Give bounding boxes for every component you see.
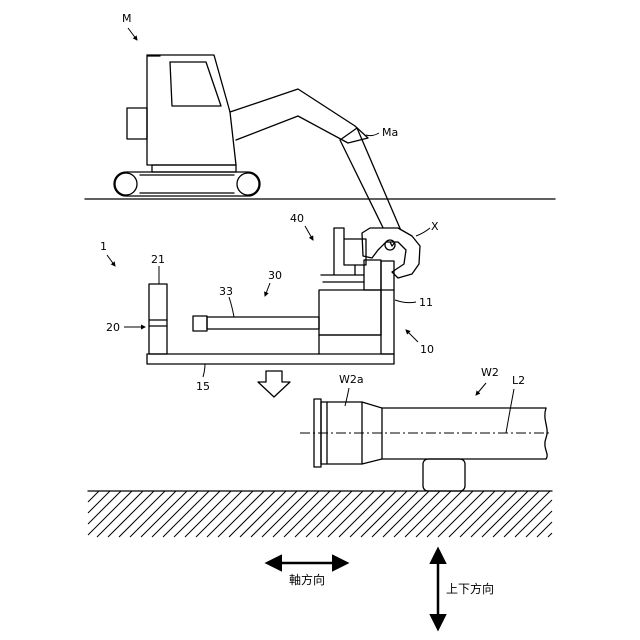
label-Ma: Ma bbox=[382, 126, 398, 139]
hatch-line bbox=[372, 491, 418, 537]
hatch-line bbox=[504, 491, 550, 537]
axial-direction-label: 軸方向 bbox=[289, 572, 325, 587]
hatch-line bbox=[108, 491, 154, 537]
hatch-line bbox=[438, 491, 484, 537]
hatch-line bbox=[262, 491, 308, 537]
hatch-line bbox=[482, 491, 528, 537]
hatch-line bbox=[493, 491, 539, 537]
cylinder-body-30 bbox=[319, 290, 381, 335]
hatch-line bbox=[207, 491, 253, 537]
excavator-cab bbox=[147, 55, 236, 165]
label-21: 21 bbox=[151, 253, 165, 266]
hatch-line bbox=[130, 491, 176, 537]
label-X: X bbox=[431, 220, 439, 233]
gripping-device-X bbox=[362, 228, 420, 278]
hatch-line bbox=[394, 491, 440, 537]
hatch-line bbox=[240, 491, 286, 537]
hatch-line bbox=[295, 491, 341, 537]
hatch-line bbox=[515, 500, 552, 537]
excavator-lower-body bbox=[152, 165, 236, 172]
label-40: 40 bbox=[290, 212, 304, 225]
ground-hatching bbox=[88, 491, 552, 537]
hatch-line bbox=[284, 491, 330, 537]
push-rod-33 bbox=[207, 317, 319, 329]
hatch-line bbox=[460, 491, 506, 537]
leader-lines bbox=[107, 28, 514, 433]
push-rod-head bbox=[193, 316, 207, 331]
hatch-line bbox=[196, 491, 242, 537]
label-10: 10 bbox=[420, 343, 434, 356]
label-W2a: W2a bbox=[339, 373, 364, 386]
label-15: 15 bbox=[196, 380, 210, 393]
excavator bbox=[85, 55, 555, 278]
hatch-line bbox=[88, 491, 110, 513]
hatch-line bbox=[416, 491, 462, 537]
hatch-line bbox=[97, 491, 143, 537]
hatch-line bbox=[88, 491, 99, 502]
track-wheel-left bbox=[115, 173, 137, 195]
lowering-arrow bbox=[258, 371, 290, 397]
pipe-break-end bbox=[545, 408, 547, 459]
counterweight bbox=[127, 108, 147, 139]
hook-40 bbox=[321, 228, 364, 275]
hatch-line bbox=[174, 491, 220, 537]
pipe-W2 bbox=[300, 399, 552, 491]
hatch-line bbox=[251, 491, 297, 537]
hatch-line bbox=[471, 491, 517, 537]
hatch-line bbox=[526, 511, 552, 537]
label-11: 11 bbox=[419, 296, 433, 309]
front-member-20 bbox=[149, 284, 167, 354]
label-33: 33 bbox=[219, 285, 233, 298]
hatch-line bbox=[328, 491, 374, 537]
vertical-direction-label: 上下方向 bbox=[446, 581, 494, 596]
hatch-line bbox=[229, 491, 275, 537]
hatch-line bbox=[152, 491, 198, 537]
label-W2: W2 bbox=[481, 366, 499, 379]
track-wheel-right bbox=[237, 173, 259, 195]
label-L2: L2 bbox=[512, 374, 525, 387]
label-20: 20 bbox=[106, 321, 120, 334]
hatch-line bbox=[218, 491, 264, 537]
hatch-line bbox=[361, 491, 407, 537]
hatch-line bbox=[119, 491, 165, 537]
hatch-line bbox=[317, 491, 363, 537]
base-frame-15 bbox=[147, 354, 394, 364]
hatch-line bbox=[163, 491, 209, 537]
hatch-line bbox=[306, 491, 352, 537]
hatch-line bbox=[350, 491, 396, 537]
pipe-support-block bbox=[423, 459, 465, 491]
hatch-line bbox=[185, 491, 231, 537]
rear-block-11 bbox=[381, 261, 394, 354]
cab-window bbox=[170, 62, 221, 106]
hatch-line bbox=[88, 491, 132, 535]
hatch-line bbox=[449, 491, 495, 537]
hatch-line bbox=[548, 533, 552, 537]
hatch-line bbox=[427, 491, 473, 537]
hatch-line bbox=[383, 491, 429, 537]
hatch-line bbox=[141, 491, 187, 537]
pipe-apparatus-1 bbox=[147, 228, 394, 364]
label-1: 1 bbox=[100, 240, 107, 253]
label-30: 30 bbox=[268, 269, 282, 282]
hatch-line bbox=[339, 491, 385, 537]
label-M: M bbox=[122, 12, 132, 25]
hatch-line bbox=[273, 491, 319, 537]
hatch-line bbox=[405, 491, 451, 537]
